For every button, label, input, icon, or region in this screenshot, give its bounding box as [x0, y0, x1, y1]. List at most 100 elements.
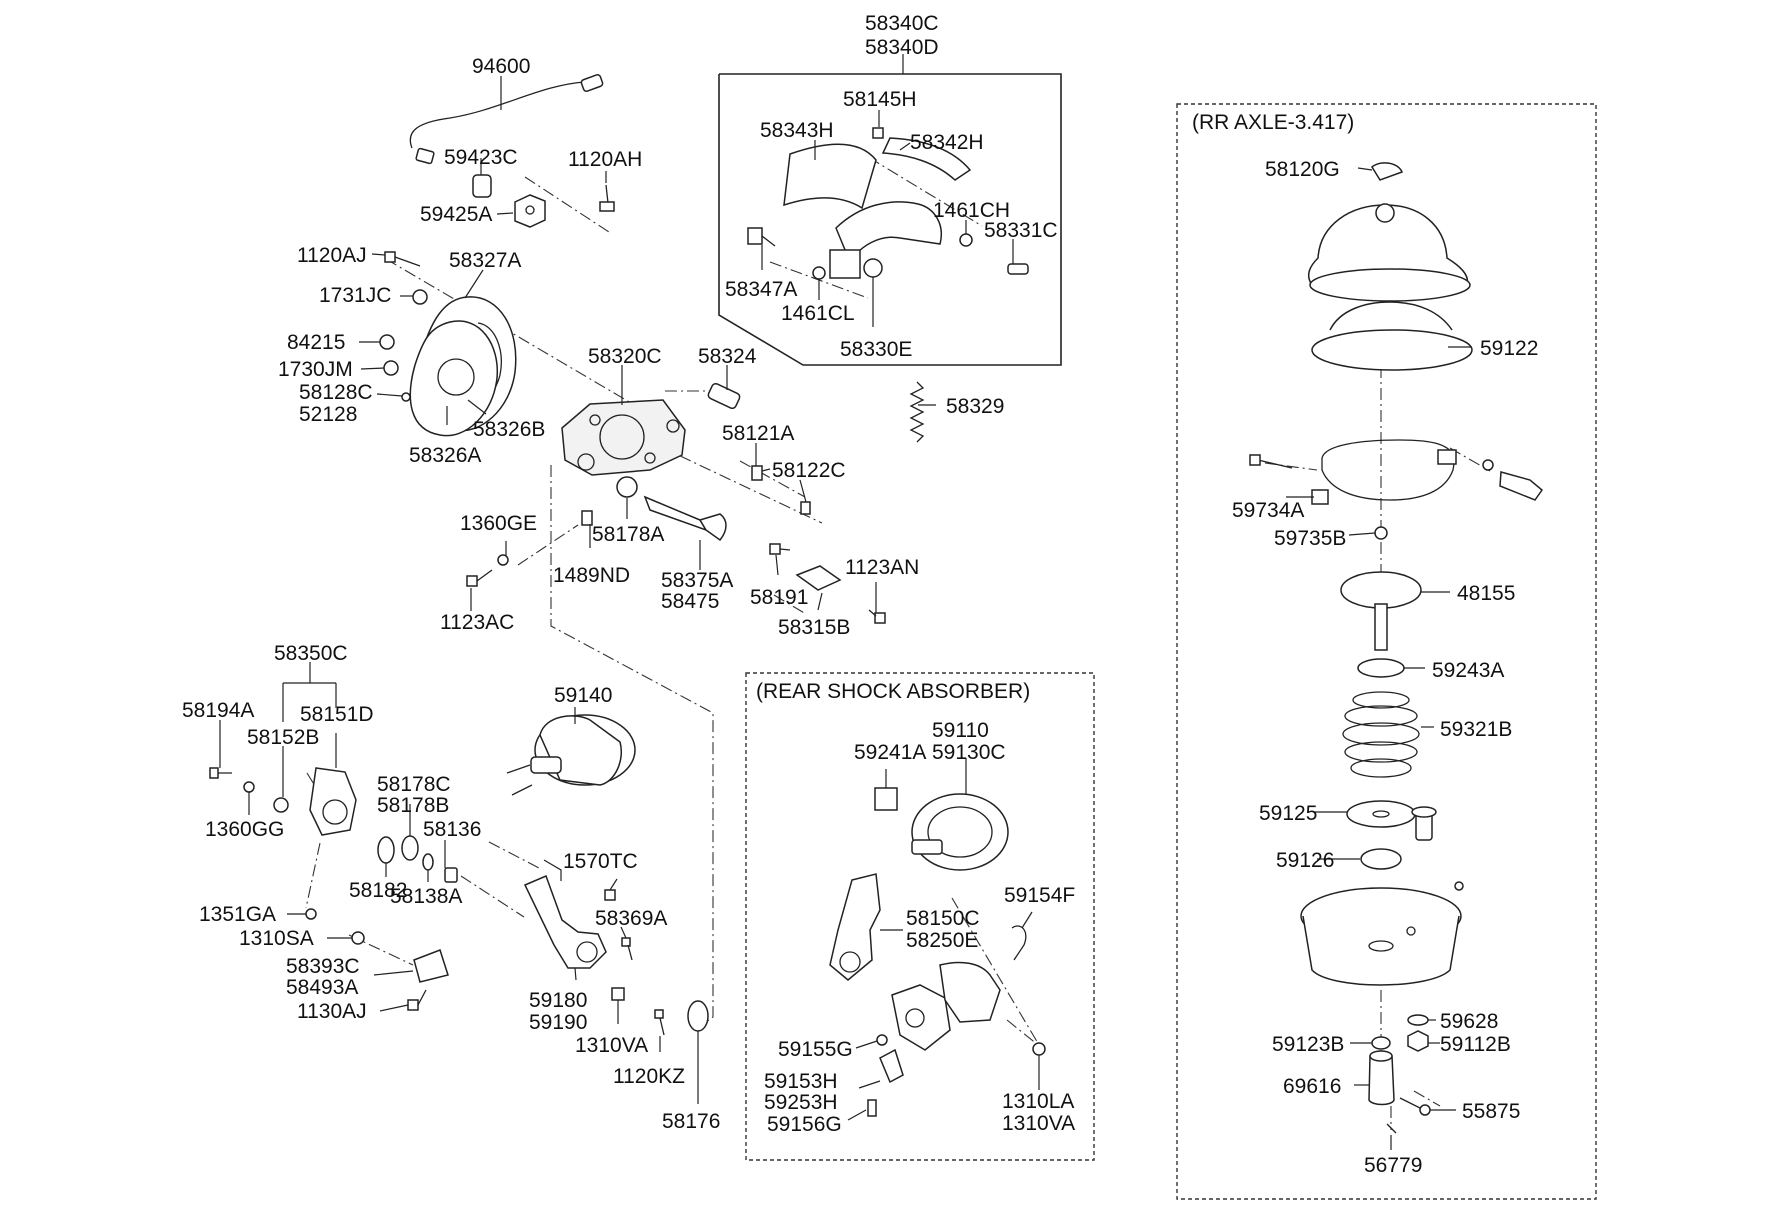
label-58343H: 58343H: [760, 119, 834, 142]
nut-1310LA: [1032, 1042, 1046, 1056]
label-58145H: 58145H: [843, 88, 917, 111]
label-48155: 48155: [1457, 582, 1515, 605]
rivet-58145H: [872, 127, 884, 139]
label-58475: 58475: [661, 590, 719, 613]
assembly-lines: [305, 145, 1491, 1130]
nut-59735B: [1374, 526, 1388, 540]
rr-axle-box: [1176, 103, 1597, 1200]
label-58342H: 58342H: [910, 131, 984, 154]
pin-58347A: [747, 227, 776, 247]
bracket-59153H: [879, 1048, 904, 1084]
rr-axle-title: (RR AXLE-3.417): [1192, 111, 1354, 134]
label-59155G: 59155G: [778, 1038, 853, 1061]
lining-58343H: [783, 143, 877, 210]
piston-48155: [1340, 571, 1422, 651]
bolt-58194A: [209, 767, 232, 779]
bolt-58191: [769, 543, 791, 555]
washer-1360GE: [497, 554, 509, 566]
label-59735B: 59735B: [1274, 527, 1346, 550]
label-58194A: 58194A: [182, 699, 254, 722]
label-52128: 52128: [299, 403, 357, 426]
bolt-1123AC: [466, 569, 493, 587]
label-59154F: 59154F: [1004, 884, 1075, 907]
label-58178B: 58178B: [377, 794, 449, 817]
label-58329: 58329: [946, 395, 1004, 418]
label-1130AJ: 1130AJ: [297, 1000, 367, 1023]
washer-59628: [1407, 1014, 1429, 1026]
label-59628: 59628: [1440, 1010, 1498, 1033]
label-58178C: 58178C: [377, 773, 451, 796]
label-1461CH: 1461CH: [933, 199, 1010, 222]
label-1120AH: 1120AH: [568, 148, 642, 171]
washer-59126: [1360, 848, 1402, 870]
housing-lower: [1300, 887, 1462, 986]
plug-small: [1454, 881, 1464, 891]
label-1310SA: 1310SA: [239, 927, 314, 950]
nut-59123B: [1371, 1036, 1391, 1050]
brake-chamber-59140: [506, 714, 636, 796]
label-58350C: 58350C: [274, 642, 348, 665]
label-59321B: 59321B: [1440, 718, 1512, 741]
ring-58178B: [401, 835, 419, 861]
label-58151D: 58151D: [300, 703, 374, 726]
bolt-1120AJ: [384, 251, 421, 267]
label-55875: 55875: [1462, 1100, 1520, 1123]
label-58375A: 58375A: [661, 569, 733, 592]
label-59125: 59125: [1259, 802, 1317, 825]
label-1310LA: 1310LA: [1002, 1090, 1074, 1113]
part-labels: 94600 59423C 1120AH 59425A 1120AJ 58327A…: [182, 12, 1538, 1177]
wheel-speed-sensor-wire: [409, 74, 604, 165]
pin-58331C: [1007, 263, 1029, 275]
bracket-58151D: [309, 767, 357, 836]
cap-58120G: [1371, 162, 1403, 181]
bolt-59156G: [867, 1099, 877, 1117]
label-58182: 58182: [349, 879, 407, 902]
label-56779: 56779: [1364, 1154, 1422, 1177]
clip-58121A: [751, 465, 763, 481]
label-59126: 59126: [1276, 849, 1334, 872]
brake-chamber-59110: [911, 793, 1009, 871]
shoe-kit-box: [718, 73, 1062, 366]
label-58327A: 58327A: [449, 249, 521, 272]
clevis-69616: [1368, 1050, 1395, 1106]
label-59130C: 59130C: [932, 741, 1006, 764]
label-1489ND: 1489ND: [553, 564, 630, 587]
label-59153H: 59153H: [764, 1070, 838, 1093]
ring-58182: [377, 836, 395, 864]
label-59180: 59180: [529, 989, 587, 1012]
label-59156G: 59156G: [767, 1113, 842, 1136]
pin-58324: [707, 382, 741, 410]
housing-upper: [1307, 203, 1471, 302]
washer-1351GA: [305, 908, 317, 920]
seal-58152B: [273, 797, 289, 813]
label-59243A: 59243A: [1432, 659, 1504, 682]
nut-1731JC: [412, 289, 428, 305]
plate-58315B: [795, 565, 842, 591]
label-58493A: 58493A: [286, 976, 358, 999]
label-58136: 58136: [423, 818, 481, 841]
label-1123AN: 1123AN: [845, 556, 919, 579]
washer-1461CL: [812, 266, 826, 280]
label-58176: 58176: [662, 1110, 720, 1133]
bolt-1130AJ: [407, 989, 427, 1011]
lining-58342H: [881, 137, 972, 181]
washer-59243A: [1357, 658, 1405, 678]
fitting-59241A: [874, 787, 898, 811]
label-59423C: 59423C: [444, 146, 518, 169]
bushing-58330E: [863, 258, 883, 278]
label-84215: 84215: [287, 331, 345, 354]
bolt-1489ND: [581, 510, 593, 526]
vent-plug: [1411, 806, 1437, 841]
label-1730JM: 1730JM: [278, 358, 353, 381]
label-1731JC: 1731JC: [319, 284, 391, 307]
label-58250E: 58250E: [906, 929, 978, 952]
label-58128C: 58128C: [299, 381, 373, 404]
seal-58178A: [616, 476, 638, 498]
spring-59321B: [1342, 691, 1420, 778]
bolt-1123AN: [868, 609, 886, 624]
bushing-59423C: [472, 174, 492, 198]
label-59123B: 59123B: [1272, 1033, 1344, 1056]
slack-adjuster-58150C: [829, 873, 881, 981]
label-58150C: 58150C: [906, 907, 980, 930]
